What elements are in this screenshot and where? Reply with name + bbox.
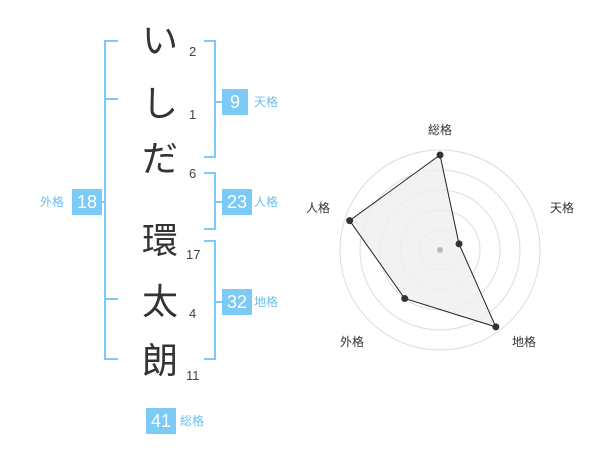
radar-points (346, 151, 500, 331)
chikaku-bracket-bottom (204, 358, 216, 360)
name-char-1: い (141, 21, 178, 62)
gaikaku-bracket-mid1 (104, 98, 118, 100)
radar-center (437, 247, 443, 253)
radar-label-jinkaku: 人格 (306, 200, 330, 215)
radar-label-gaikaku: 外格 (340, 334, 364, 349)
tenkaku-value: 9 (222, 89, 248, 115)
name-char-2: し (141, 84, 178, 125)
name-char-4: 環 (141, 221, 178, 262)
name-char-5: 太 (141, 282, 178, 323)
radar-point-1 (455, 240, 463, 248)
jinkaku-bracket-bottom (204, 228, 216, 230)
gaikaku-bracket-top (104, 40, 118, 42)
stroke-count-4: 17 (186, 247, 201, 262)
stroke-count-6: 11 (186, 368, 200, 383)
tenkaku-bracket-bottom (204, 156, 216, 158)
tenkaku-label: 天格 (254, 95, 279, 109)
stroke-count-5: 4 (189, 306, 197, 321)
chikaku-value: 32 (222, 289, 253, 315)
radar-label-tenkaku: 天格 (550, 200, 574, 215)
jinkaku-connector (214, 201, 222, 203)
chikaku-label: 地格 (254, 295, 279, 309)
soukaku-value: 41 (146, 408, 177, 434)
stroke-count-3: 6 (189, 166, 197, 181)
name-char-6: 朗 (141, 341, 178, 382)
stroke-count-1: 2 (189, 44, 197, 59)
gaikaku-bracket-bottom (104, 358, 118, 360)
chikaku-bracket (214, 240, 216, 360)
gaikaku-value: 18 (72, 189, 103, 215)
radar-point-2 (492, 323, 500, 331)
tenkaku-bracket-top (204, 40, 216, 42)
name-char-3: だ (141, 139, 178, 180)
chikaku-connector (214, 301, 222, 303)
radar-point-4 (346, 217, 354, 225)
gaikaku-bracket-mid2 (104, 298, 118, 300)
radar-point-0 (436, 151, 444, 159)
jinkaku-bracket-top (204, 172, 216, 174)
radar-area (348, 154, 497, 328)
tenkaku-bracket (214, 40, 216, 158)
stroke-count-2: 1 (189, 107, 197, 122)
jinkaku-value: 23 (222, 189, 253, 215)
soukaku-label: 総格 (180, 414, 205, 428)
gaikaku-bracket (104, 40, 106, 360)
gaikaku-label: 外格 (40, 195, 65, 209)
tenkaku-connector (214, 101, 222, 103)
jinkaku-label: 人格 (254, 195, 279, 209)
chikaku-bracket-top (204, 240, 216, 242)
radar-label-chikaku: 地格 (512, 334, 536, 349)
radar-ring (339, 149, 541, 351)
radar-point-3 (401, 295, 409, 303)
radar-label-soukaku: 総格 (428, 122, 452, 137)
